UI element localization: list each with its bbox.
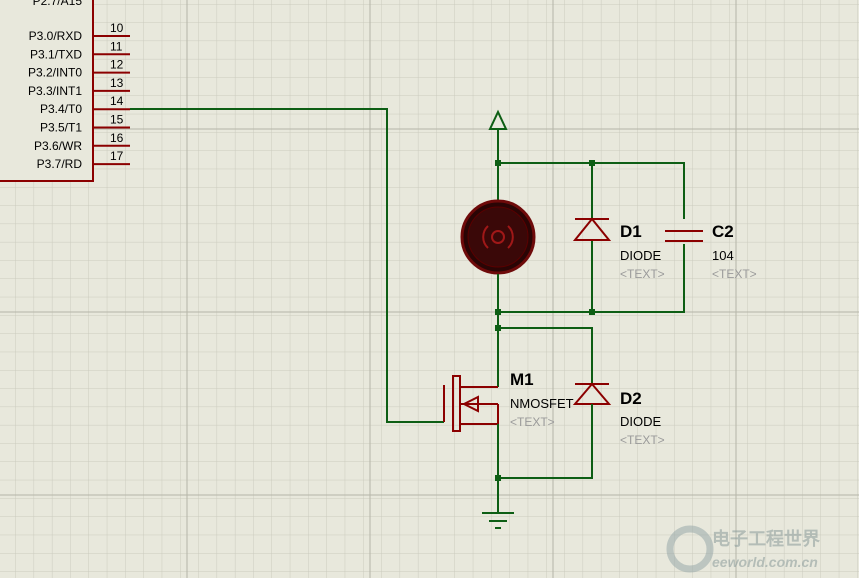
watermark-cn: 电子工程世界 [712, 528, 820, 549]
label-c2: C2 104 <TEXT> [712, 222, 757, 281]
mcu-pin-number: 15 [110, 113, 124, 127]
mcu-pin-number: 12 [110, 58, 124, 72]
mcu-pin-name: P3.2/INT0 [28, 66, 82, 80]
power-terminal[interactable] [488, 109, 508, 163]
wire-d2-bottom[interactable] [498, 404, 593, 479]
ground-terminal[interactable] [482, 512, 514, 529]
mcu-pin-name: P3.6/WR [34, 139, 82, 153]
d2-value: DIODE [620, 414, 662, 429]
mcu-pin-name: P3.5/T1 [40, 121, 82, 135]
mcu-pin-number: 10 [110, 21, 124, 35]
mcu-pin-number: 17 [110, 149, 124, 163]
c2-ref: C2 [712, 222, 734, 241]
wire-drain-rail[interactable] [498, 327, 593, 384]
capacitor-c2[interactable] [665, 230, 703, 242]
m1-text: <TEXT> [510, 415, 555, 429]
dc-motor[interactable] [460, 199, 536, 275]
wire-mid-rail[interactable] [498, 244, 685, 313]
mcu-pin-number: 14 [110, 94, 124, 108]
d1-ref: D1 [620, 222, 642, 241]
mcu-pin-number: 13 [110, 76, 124, 90]
label-m1: M1 NMOSFET <TEXT> [510, 370, 574, 429]
watermark-en: eeworld.com.cn [712, 554, 818, 570]
c2-value: 104 [712, 248, 734, 263]
mcu-pin-number: 11 [110, 39, 123, 53]
d2-text: <TEXT> [620, 433, 665, 447]
mcu-pin-name: P3.3/INT1 [28, 84, 82, 98]
m1-value: NMOSFET [510, 396, 574, 411]
d1-value: DIODE [620, 248, 662, 263]
label-d1: D1 DIODE <TEXT> [620, 222, 665, 281]
mcu-pin-number: 16 [110, 131, 124, 145]
wire-p34-to-gate[interactable] [130, 108, 444, 423]
m1-ref: M1 [510, 370, 534, 389]
label-d2: D2 DIODE <TEXT> [620, 389, 665, 447]
d2-ref: D2 [620, 389, 642, 408]
mosfet-m1[interactable] [443, 375, 499, 432]
c2-text: <TEXT> [712, 267, 757, 281]
mcu-pin-name: P3.1/TXD [30, 47, 82, 61]
mcu-pin-name: P3.4/T0 [40, 102, 82, 116]
mcu-top-pin-label: P2.7/A15 [33, 0, 83, 8]
diode-d1[interactable] [572, 217, 612, 241]
watermark-logo [666, 525, 714, 573]
mcu-pin-name: P3.0/RXD [29, 29, 83, 43]
mcu-pin-name: P3.7/RD [37, 157, 83, 171]
d1-text: <TEXT> [620, 267, 665, 281]
watermark: 电子工程世界 eeworld.com.cn [666, 525, 820, 573]
wire-top-rail[interactable] [498, 162, 685, 219]
